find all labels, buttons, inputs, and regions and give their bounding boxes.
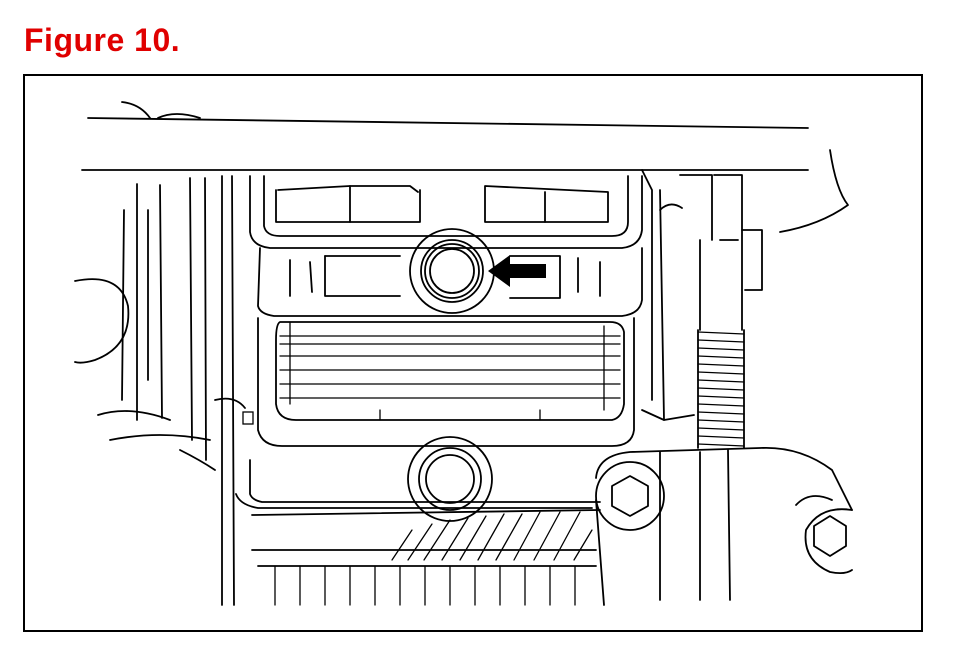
strainer-screen [257, 317, 635, 447]
right-bracket [595, 446, 853, 601]
indicator-arrow [488, 255, 546, 287]
figure-title: Figure 10. [24, 22, 181, 58]
hex-bolt-left [595, 461, 665, 531]
hex-bolt-right [804, 508, 853, 575]
lower-plug [235, 436, 601, 522]
right-housing [641, 149, 849, 421]
top-rail [81, 101, 809, 171]
left-housing [97, 175, 254, 606]
plug-row-frame [257, 247, 643, 317]
diagram-border [23, 74, 923, 632]
lower-gear [251, 499, 605, 606]
upper-frames [249, 175, 643, 249]
spring [697, 329, 745, 449]
